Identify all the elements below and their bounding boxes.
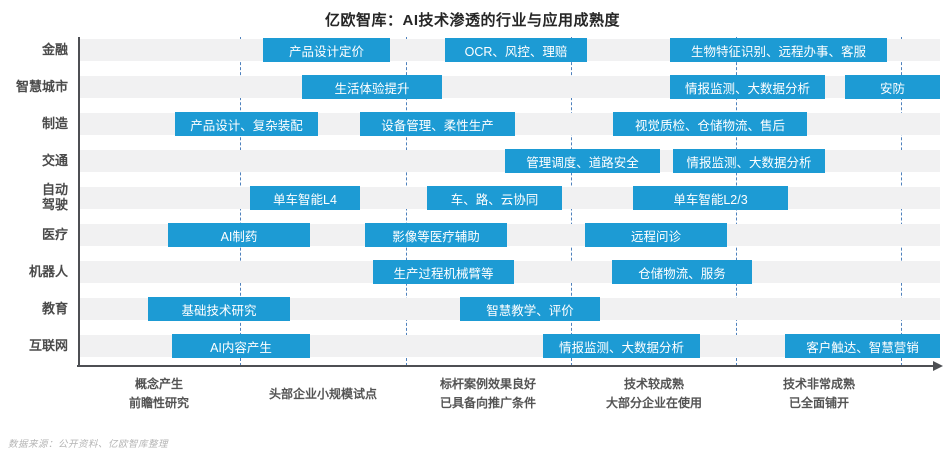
industry-label: 智慧城市 <box>15 78 68 94</box>
application-box: 车、路、云协同 <box>427 186 562 210</box>
application-box: 仓储物流、服务 <box>612 260 752 284</box>
application-box: 客户触达、智慧营销 <box>785 334 940 358</box>
application-box: 生活体验提升 <box>302 75 442 99</box>
application-box: 产品设计、复杂装配 <box>175 112 318 136</box>
application-box: 单车智能L2/3 <box>633 186 788 210</box>
application-box: AI制药 <box>168 223 310 247</box>
application-box: 单车智能L4 <box>250 186 360 210</box>
industry-label: 教育 <box>41 300 68 316</box>
application-box: 视觉质检、仓储物流、售后 <box>613 112 807 136</box>
industry-label: 交通 <box>41 152 68 168</box>
application-box: 生产过程机械臂等 <box>373 260 514 284</box>
data-source-note: 数据来源：公开资料、亿欧智库整理 <box>8 439 169 450</box>
y-axis-line <box>78 37 80 366</box>
application-box: 生物特征识别、远程办事、客服 <box>670 38 887 62</box>
stage-label: 技术较成熟 大部分企业在使用 <box>605 377 702 410</box>
application-box: 安防 <box>845 75 940 99</box>
industry-label: 制造 <box>41 115 68 131</box>
stage-label: 标杆案例效果良好 已具备向推广条件 <box>439 377 536 410</box>
industry-label: 互联网 <box>28 337 68 353</box>
industry-label: 机器人 <box>28 263 68 279</box>
industry-label: 自动 驾驶 <box>41 182 68 212</box>
x-axis-arrow-icon <box>933 361 943 371</box>
application-box: 远程问诊 <box>585 223 727 247</box>
application-box: 情报监测、大数据分析 <box>670 75 825 99</box>
application-box: 设备管理、柔性生产 <box>360 112 515 136</box>
application-box: 情报监测、大数据分析 <box>543 334 700 358</box>
application-box: OCR、风控、理赔 <box>445 38 587 62</box>
application-box: 情报监测、大数据分析 <box>673 149 825 173</box>
industry-label: 医疗 <box>41 226 68 242</box>
application-box: 产品设计定价 <box>263 38 390 62</box>
application-box: 基础技术研究 <box>148 297 290 321</box>
stage-label: 技术非常成熟 已全面铺开 <box>782 377 855 410</box>
application-box: 影像等医疗辅助 <box>365 223 507 247</box>
x-axis-line <box>77 365 934 367</box>
stage-label: 头部企业小规模试点 <box>268 386 377 401</box>
application-box: 管理调度、道路安全 <box>505 149 660 173</box>
chart-title: 亿欧智库：AI技术渗透的行业与应用成熟度 <box>324 12 620 29</box>
stage-label: 概念产生 前瞻性研究 <box>128 377 189 410</box>
application-box: 智慧教学、评价 <box>460 297 600 321</box>
industry-label: 金融 <box>41 41 68 57</box>
application-box: AI内容产生 <box>172 334 310 358</box>
